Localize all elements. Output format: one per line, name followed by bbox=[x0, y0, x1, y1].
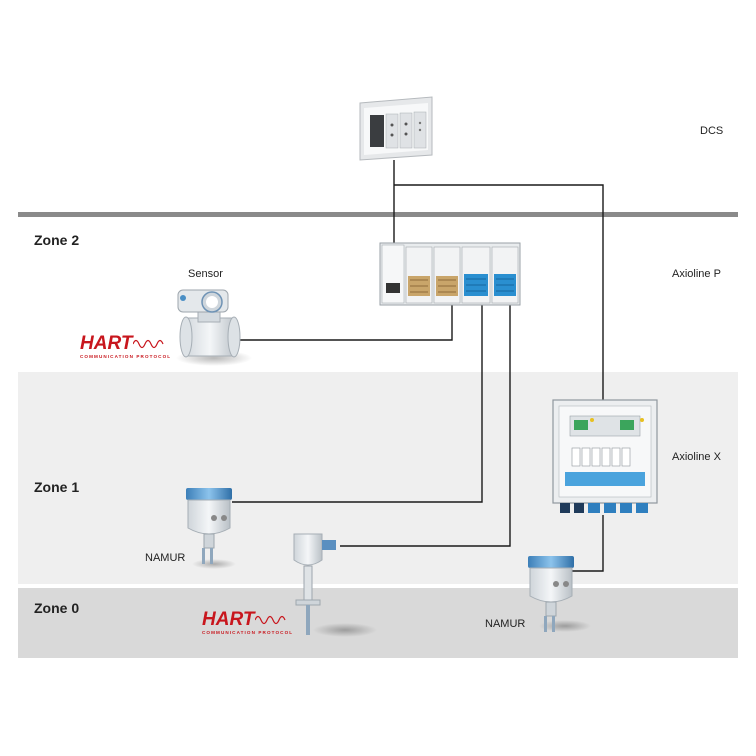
dcs-module-dark bbox=[370, 115, 384, 147]
zone0-band bbox=[18, 588, 738, 658]
zone1-label: Zone 1 bbox=[34, 479, 80, 495]
temperature-probe bbox=[293, 533, 377, 637]
namur-right-label: NAMUR bbox=[485, 618, 526, 630]
zone2-label: Zone 2 bbox=[34, 232, 80, 248]
wire-dcs-to-axioline-x bbox=[394, 184, 604, 400]
dcs-controller bbox=[359, 96, 433, 161]
hart-logo-sub: COMMUNICATION PROTOCOL bbox=[202, 630, 294, 635]
wire-sensor-to-axioline-p bbox=[236, 305, 453, 341]
axioline-p-label: Axioline P bbox=[672, 268, 721, 280]
zone0-label: Zone 0 bbox=[34, 600, 80, 616]
namur-level-switch-left bbox=[186, 488, 236, 569]
axioline-x-cabinet bbox=[552, 399, 658, 513]
hart-wave-icon bbox=[133, 339, 164, 348]
hart-logo-zone2: HART COMMUNICATION PROTOCOL bbox=[80, 334, 171, 359]
namur-left-label: NAMUR bbox=[145, 552, 186, 564]
axioline-p-station bbox=[379, 242, 521, 306]
wire-namur-right-to-axioline-x bbox=[570, 515, 604, 572]
hart-logo-word: HART bbox=[202, 609, 255, 630]
axioline-x-terminal-strip bbox=[565, 472, 645, 486]
hart-logo-zone0: HART COMMUNICATION PROTOCOL bbox=[202, 610, 293, 635]
axioline-x-label: Axioline X bbox=[672, 451, 721, 463]
wire-temp-probe-to-axioline-p bbox=[340, 305, 511, 547]
sensor-label: Sensor bbox=[188, 268, 223, 280]
namur-level-switch-right bbox=[528, 556, 591, 632]
hart-wave-icon bbox=[255, 615, 286, 624]
zone2-boundary-bar bbox=[18, 212, 738, 217]
wiring bbox=[232, 160, 604, 572]
dcs-label: DCS bbox=[700, 125, 724, 137]
hart-flow-sensor bbox=[176, 289, 252, 366]
hart-logo-word: HART bbox=[80, 333, 133, 354]
wire-namur-left-to-axioline-p bbox=[232, 305, 483, 503]
hart-logo-sub: COMMUNICATION PROTOCOL bbox=[80, 354, 172, 359]
